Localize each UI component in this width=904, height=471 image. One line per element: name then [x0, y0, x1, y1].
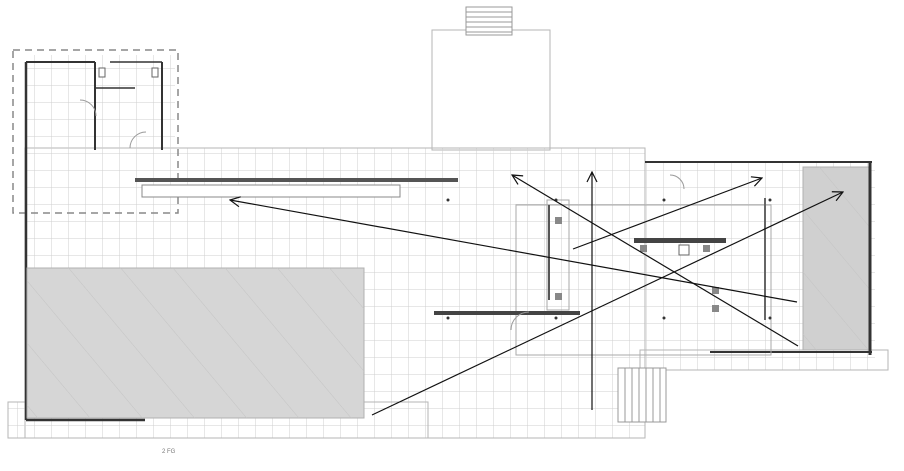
large-pool	[26, 267, 365, 422]
service-wing	[12, 49, 179, 420]
arrow-4	[572, 178, 762, 250]
arrow-2	[512, 175, 799, 347]
pavilion	[434, 174, 772, 356]
drawing-label: 2 FG	[162, 449, 176, 455]
arrow-1	[230, 200, 798, 303]
small-pool	[645, 161, 872, 355]
top-stair	[465, 6, 513, 36]
north-annex	[431, 6, 551, 151]
annotation-arrows	[230, 172, 843, 416]
entry-stair	[617, 367, 667, 423]
bench-wall	[135, 178, 458, 198]
arrow-5	[371, 192, 843, 416]
